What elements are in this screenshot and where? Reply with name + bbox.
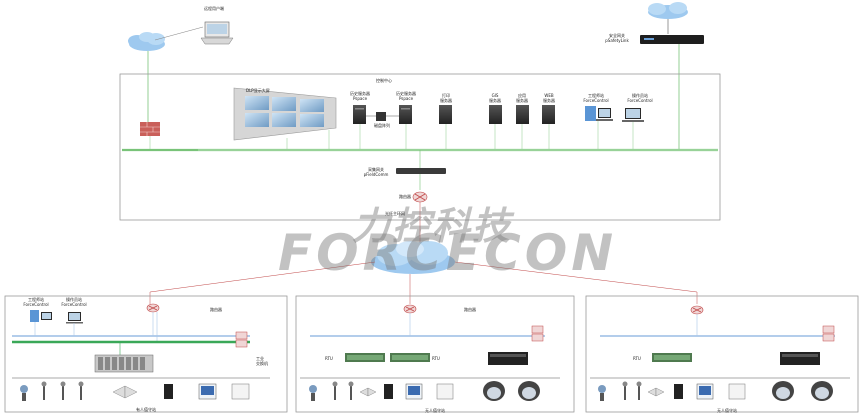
- collection-gateway-device-icon: [396, 168, 446, 174]
- station-1-frame: [4, 295, 288, 413]
- device-drop-lines: [149, 121, 634, 150]
- print-server-icon: [439, 105, 452, 124]
- web-server-icon: [542, 105, 555, 124]
- remote-user-label: 远程用户端: [204, 6, 224, 11]
- station-1-engineer-workstation-icon: [30, 310, 52, 322]
- station-2-camera-2-icon: [518, 381, 540, 401]
- wan-station-links: [149, 261, 698, 304]
- station-3-router-icon: [690, 305, 704, 315]
- watermark-chinese: 力控科技: [352, 204, 513, 248]
- station-3-rtu-1-icon: [652, 353, 692, 362]
- gis-server-icon: [489, 105, 502, 124]
- station-2-dvr-icon: [488, 352, 528, 365]
- station-2-switch-icons: [531, 325, 544, 342]
- disk-array-label: 磁盘阵列: [374, 123, 390, 128]
- station-1-operator-workstation-icon: [66, 312, 83, 324]
- station-3-frame: [585, 295, 859, 413]
- station-1-switch-label: 工业交换机: [256, 356, 268, 366]
- station-2-field-instruments: [309, 381, 454, 401]
- disk-array-icon: [376, 112, 386, 121]
- station-3-switch-icons: [822, 325, 835, 342]
- station-2-rtu-2-label: RTU: [432, 356, 440, 361]
- station-2-router-icon: [403, 304, 417, 314]
- station-1-caption: 有人值守站: [136, 407, 156, 412]
- station-1-plc-controller-icon: [94, 354, 154, 373]
- station-3-camera-1-icon: [772, 381, 794, 401]
- station-2-rtu-1-icon: [345, 353, 385, 362]
- station-3-field-instruments: [598, 381, 746, 401]
- firewall-icon: [140, 122, 160, 136]
- station-2-rtu-1-label: RTU: [325, 356, 333, 361]
- watermark-english: FORCECON: [278, 224, 618, 282]
- station-2-caption: 无人值守站: [425, 408, 445, 413]
- historian-server-1-icon: [353, 105, 366, 124]
- fiber-ring-label: 光纤主环网: [385, 211, 405, 216]
- gateway-led-icon: [644, 38, 654, 40]
- operator-workstation-icon: [622, 108, 644, 122]
- station-2-frame: [295, 295, 575, 413]
- core-router-icon: [412, 191, 428, 203]
- station-1-router-label: 路由器: [210, 307, 222, 312]
- station-3-dvr-icon: [780, 352, 820, 365]
- wan-cloud-icon: [371, 241, 455, 274]
- remote-link-line: [154, 26, 204, 41]
- dlp-video-wall-icon: [233, 87, 337, 141]
- station-1-field-instruments: [20, 381, 250, 401]
- station-1-router-icon: [146, 303, 160, 313]
- app-server-label: 应用服务器: [516, 93, 528, 103]
- print-server-label: 打印服务器: [440, 93, 452, 103]
- app-server-icon: [516, 105, 529, 124]
- security-gateway-device-icon: [640, 35, 704, 44]
- internet-cloud-right: [648, 2, 688, 19]
- station-2-rtu-2-icon: [390, 353, 430, 362]
- station-3-caption: 无人值守站: [717, 408, 737, 413]
- station-2-router-label: 路由器: [464, 307, 476, 312]
- historian-server-2-icon: [399, 105, 412, 124]
- engineer-workstation-icon: [585, 106, 613, 121]
- station-3-camera-2-icon: [811, 381, 833, 401]
- station-1-switch-icons: [235, 331, 248, 348]
- core-router-label: 路由器: [399, 194, 411, 199]
- station-3-rtu-1-label: RTU: [633, 356, 641, 361]
- internet-cloud-left: [128, 32, 165, 51]
- dlp-wall-label: DLP显示大屏: [246, 88, 270, 93]
- station-2-camera-1-icon: [483, 381, 505, 401]
- control-center-title: 控制中心: [376, 78, 392, 83]
- remote-user-laptop-icon: [200, 21, 234, 45]
